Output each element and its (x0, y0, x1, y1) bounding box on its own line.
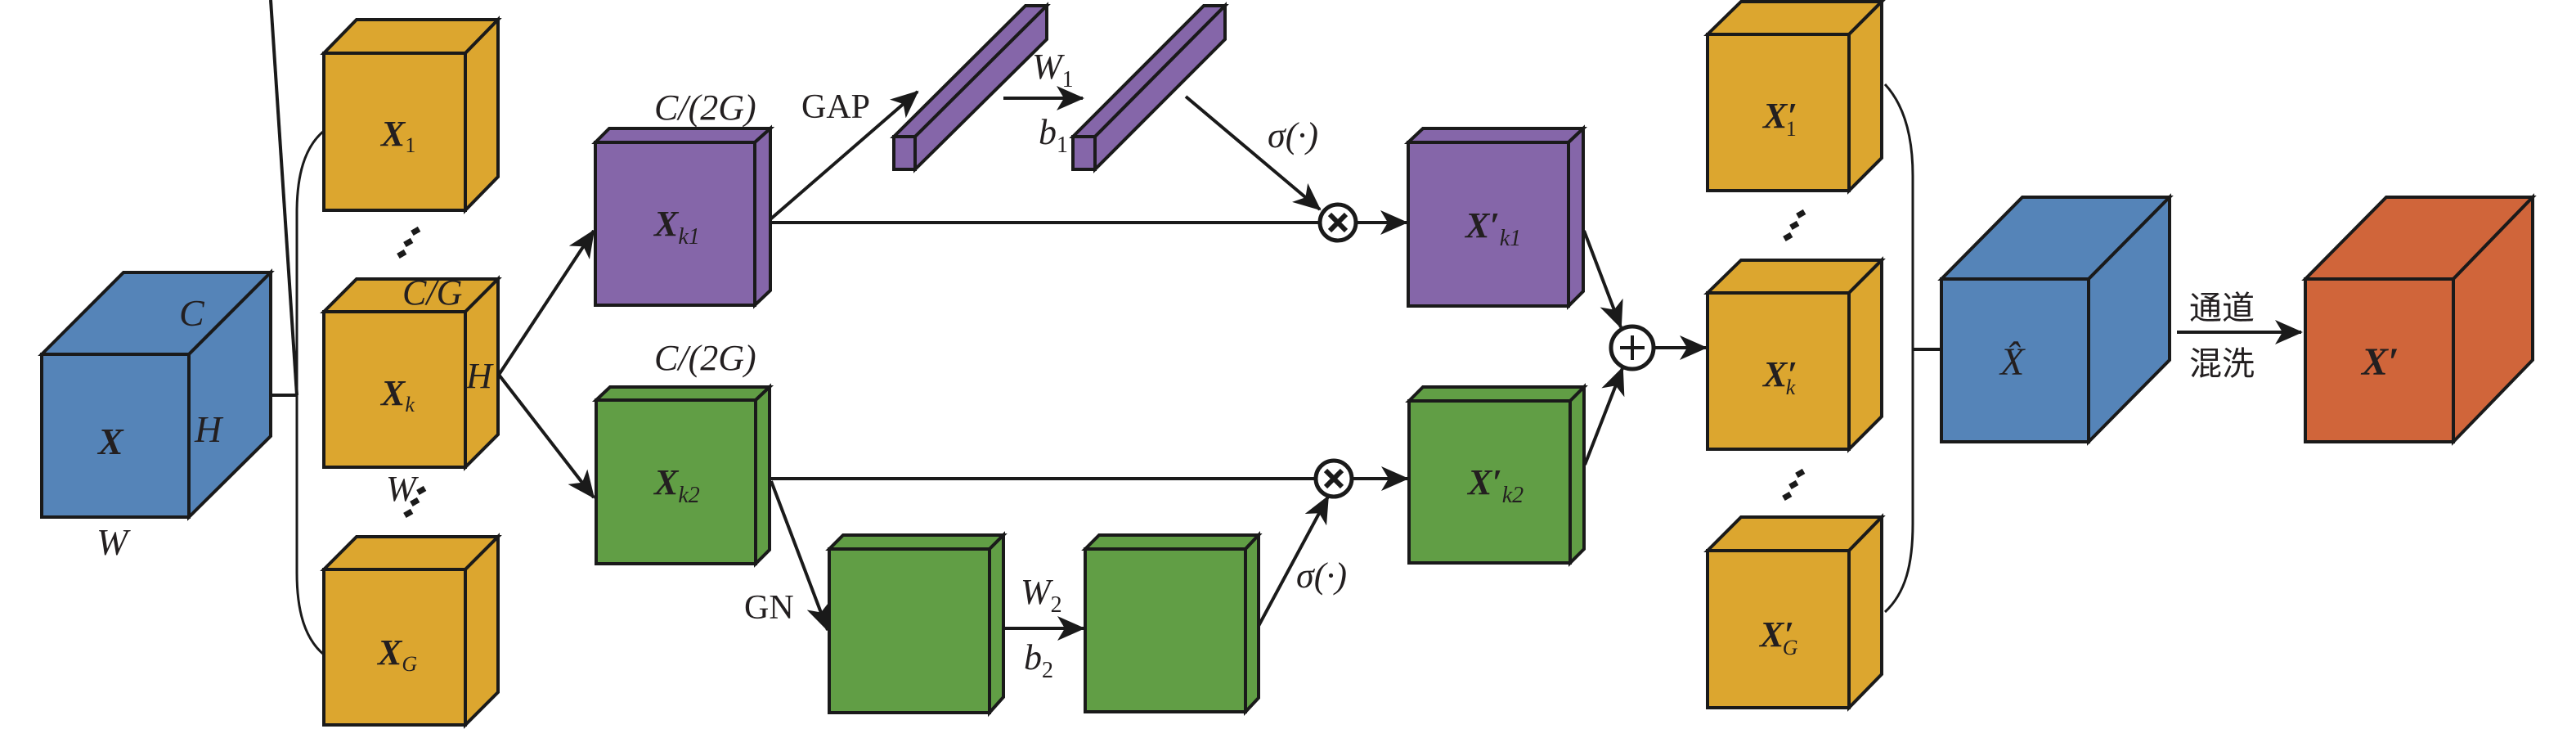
aggregate-cube: X̂ (1937, 193, 2174, 446)
input-dim-h: H (194, 408, 224, 450)
bias-1-label: b1 (1039, 112, 1068, 158)
output-group-box-k: X′k (1703, 256, 1886, 453)
spatial-dim-label: C/(2G) (654, 338, 756, 378)
channel-dim-label: C/(2G) (654, 88, 756, 128)
spatial-input-label: Xk2 (653, 462, 700, 508)
input-dim-w: W (96, 521, 131, 563)
group-box-1: X1 (320, 16, 502, 214)
channel-input-label: Xk1 (653, 204, 700, 250)
output-group-box-g: X′G (1703, 513, 1886, 712)
multiply-operator-1 (1317, 202, 1358, 243)
input-dim-c: C (179, 292, 205, 334)
final-output-label: X′ (2360, 340, 2399, 384)
gap-vector-bar (890, 2, 1051, 173)
split-arrow-channel (497, 229, 595, 376)
sigmoid-arrow-1 (1184, 95, 1322, 211)
fc-output-box (1081, 530, 1263, 717)
group-dim-cg: C/G (402, 272, 462, 313)
activation-2-label: σ(·) (1296, 556, 1347, 596)
channel-to-add-arrow (1582, 230, 1623, 329)
final-output-cube: X′ (2301, 193, 2537, 446)
group-1-label: X1 (379, 114, 415, 157)
spatial-to-add-arrow (1583, 367, 1625, 466)
right-group-bracket (1883, 83, 1914, 614)
gap-arrow (769, 90, 919, 221)
ellipsis-icon (1782, 468, 1806, 501)
channel-output-label: X′k1 (1464, 205, 1521, 251)
group-dim-h: H (465, 356, 494, 396)
input-cube-front (40, 353, 191, 519)
bias-2-label: b2 (1024, 637, 1053, 683)
channel-input-box: Xk1 (591, 124, 775, 309)
input-tensor-cube: X C H W (38, 268, 275, 563)
spatial-input-box: Xk2 (591, 383, 774, 568)
weight-2-label: W2 (1021, 572, 1062, 618)
ellipsis-icon (397, 226, 421, 259)
gn-label: GN (744, 589, 794, 627)
group-g-label: XG (376, 632, 417, 676)
sigmoid-arrow-2 (1257, 495, 1330, 627)
output-group-1-label: X′1 (1761, 96, 1797, 141)
gn-output-box (825, 531, 1008, 718)
ellipsis-icon (1783, 209, 1806, 241)
channel-output-box: X′k1 (1403, 124, 1588, 310)
ellipsis-icon (403, 485, 427, 518)
weight-1-label: W1 (1032, 47, 1074, 92)
multiply-operator-2 (1313, 458, 1354, 499)
group-box-g: XG (320, 533, 502, 729)
output-group-box-1: X′1 (1703, 0, 1886, 195)
split-arrow-spatial (497, 373, 595, 499)
channel-shuffle-label-bottom: 混洗 (2189, 345, 2255, 383)
gn-arrow (770, 480, 830, 632)
gap-label: GAP (801, 88, 870, 126)
input-to-bracket-line (269, 0, 298, 396)
aggregate-label: X̂ (1999, 340, 2026, 384)
activation-1-label: σ(·) (1268, 115, 1318, 155)
group-box-k: Xk C/G H W (320, 272, 502, 509)
fc-vector-bar (1069, 2, 1229, 173)
channel-shuffle-label-top: 通道 (2189, 290, 2255, 327)
input-label: X (96, 421, 124, 462)
group-k-label: Xk (379, 373, 415, 416)
output-group-g-label: X′G (1758, 614, 1798, 659)
add-operator (1609, 324, 1656, 371)
output-group-k-label: X′k (1761, 354, 1797, 399)
spatial-output-label: X′k2 (1466, 462, 1524, 508)
spatial-output-box: X′k2 (1405, 383, 1588, 567)
left-group-bracket (295, 129, 325, 656)
